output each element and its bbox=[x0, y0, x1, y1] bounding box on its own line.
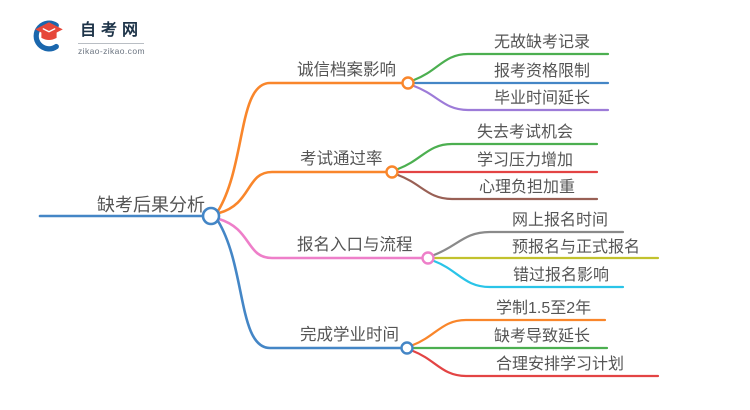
graduation-cap-icon bbox=[33, 20, 63, 52]
subtopic-1-2[interactable]: 报考资格限制 bbox=[494, 63, 591, 80]
subtopic-3-1[interactable]: 网上报名时间 bbox=[512, 212, 609, 229]
subtopic-4-2[interactable]: 缺考导致延长 bbox=[494, 328, 591, 345]
logo-link[interactable]: 自考网 zikao-zikao.com bbox=[30, 16, 145, 56]
connector-branch4-sub1 bbox=[411, 318, 607, 347]
main-topic-4[interactable]: 完成学业时间 bbox=[300, 326, 399, 344]
subtopic-1-3[interactable]: 毕业时间延长 bbox=[494, 90, 591, 107]
connector-root-branch-2 bbox=[217, 170, 388, 215]
connector-branch3-sub1 bbox=[432, 230, 625, 257]
root-topic[interactable]: 缺考后果分析 bbox=[97, 195, 205, 215]
connector-branch1-sub3 bbox=[412, 84, 610, 112]
subtopic-1-1[interactable]: 无故缺考记录 bbox=[494, 34, 591, 51]
subtopic-2-1[interactable]: 失去考试机会 bbox=[477, 124, 574, 141]
logo-divider bbox=[78, 43, 145, 44]
branch2-node-handle[interactable] bbox=[385, 165, 399, 179]
subtopic-3-3[interactable]: 错过报名影响 bbox=[513, 267, 610, 284]
branch4-node-handle[interactable] bbox=[400, 341, 414, 355]
connector-branch2-sub1 bbox=[396, 142, 599, 171]
connector-root-branch-1 bbox=[216, 81, 404, 213]
subtopic-3-2[interactable]: 预报名与正式报名 bbox=[512, 239, 641, 256]
root-node-handle[interactable] bbox=[201, 206, 221, 226]
connector-branch1-sub1 bbox=[412, 52, 610, 82]
branch3-node-handle[interactable] bbox=[421, 251, 435, 265]
connector-branch3-sub3 bbox=[432, 259, 625, 289]
connector-root-branch-4 bbox=[216, 219, 403, 350]
subtopic-4-1[interactable]: 学制1.5至2年 bbox=[496, 300, 592, 317]
site-name: 自考网 bbox=[79, 22, 143, 39]
branch1-node-handle[interactable] bbox=[401, 76, 415, 90]
main-topic-2[interactable]: 考试通过率 bbox=[300, 150, 383, 168]
main-topic-3[interactable]: 报名入口与流程 bbox=[297, 236, 413, 254]
main-topic-1[interactable]: 诚信档案影响 bbox=[297, 61, 396, 79]
subtopic-2-3[interactable]: 心理负担加重 bbox=[479, 179, 576, 196]
connector-root-branch-3 bbox=[217, 217, 424, 260]
connector-branch4-sub3 bbox=[411, 349, 660, 378]
subtopic-2-2[interactable]: 学习压力增加 bbox=[477, 152, 574, 169]
connector-branch2-sub3 bbox=[396, 173, 599, 201]
site-url: zikao-zikao.com bbox=[78, 46, 145, 56]
subtopic-4-3[interactable]: 合理安排学习计划 bbox=[496, 356, 625, 373]
